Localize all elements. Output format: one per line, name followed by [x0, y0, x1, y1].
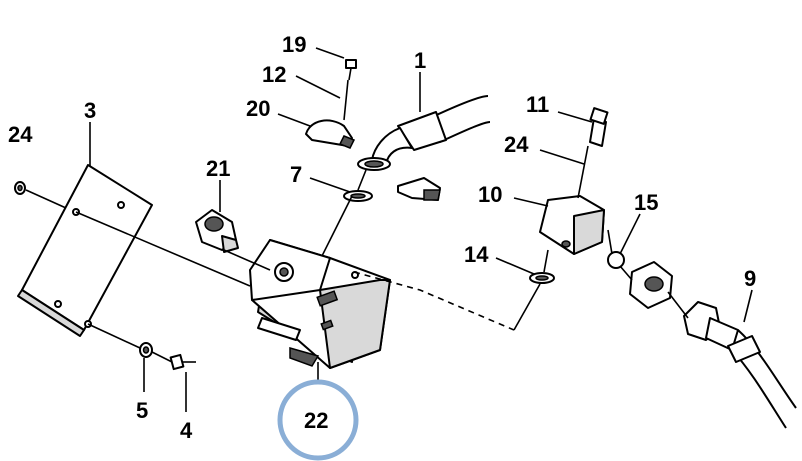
- washer-part-5: [139, 342, 153, 358]
- washer-part-24-left: [14, 181, 26, 195]
- callout-19: 19: [282, 32, 306, 57]
- o-ring-part-7: [343, 190, 373, 202]
- bolt-part-11: [589, 107, 609, 147]
- callout-21: 21: [206, 156, 230, 181]
- callout-4: 4: [180, 418, 193, 443]
- callout-24-right: 24: [504, 132, 529, 157]
- callout-14: 14: [464, 242, 489, 267]
- callout-5: 5: [136, 398, 148, 423]
- clamp-part-20: [305, 119, 356, 149]
- callout-24-left: 24: [8, 122, 33, 147]
- block-part-10: [539, 195, 605, 255]
- clip-part: [397, 177, 441, 201]
- hose-elbow-part-1: [357, 95, 491, 171]
- callout-10: 10: [478, 182, 502, 207]
- valve-body-part-22: [249, 239, 391, 369]
- leader-lines: [89, 47, 753, 412]
- o-ring-part-14: [529, 272, 555, 284]
- hose-part-9: [683, 301, 797, 429]
- highlight-circle: [277, 379, 359, 461]
- callout-20: 20: [246, 96, 270, 121]
- callout-15: 15: [634, 190, 658, 215]
- callout-12: 12: [262, 62, 286, 87]
- callout-3: 3: [84, 98, 96, 123]
- callout-9: 9: [744, 266, 756, 291]
- plug-part-15: [607, 251, 625, 269]
- callout-7: 7: [290, 162, 302, 187]
- bolt-part-19: [345, 59, 357, 81]
- fitting-part-21: [195, 209, 239, 253]
- callout-1: 1: [414, 48, 426, 73]
- bolt-part-4: [169, 353, 196, 371]
- callout-22: 22: [304, 408, 328, 433]
- callout-11: 11: [526, 92, 549, 117]
- mounting-plate-part-3: [17, 164, 153, 337]
- adapter-fitting: [629, 261, 673, 309]
- assembly-lines: [25, 79, 689, 363]
